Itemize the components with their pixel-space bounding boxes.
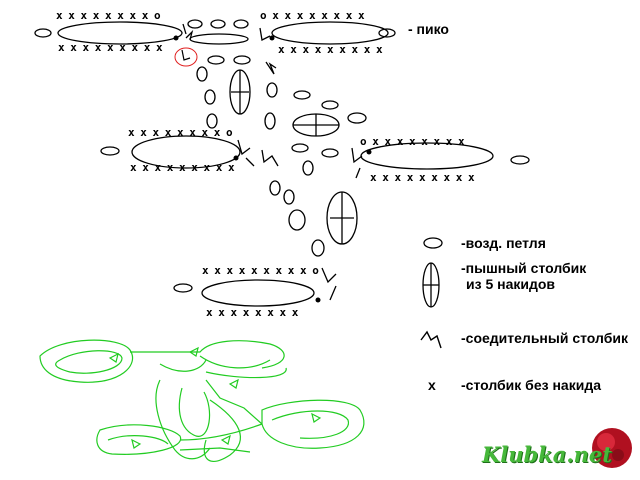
stitch-row: x x x x x x x x x o xyxy=(202,264,319,277)
chain-loop xyxy=(207,55,225,65)
petal-top-left xyxy=(57,21,183,45)
chain-loop xyxy=(293,90,311,100)
chain-loop xyxy=(302,160,314,176)
chain-loop xyxy=(311,239,325,257)
stitch-row: o x x x x x x x x xyxy=(360,135,465,148)
chain-loop xyxy=(264,112,276,130)
legend-chain-loop: -возд. петля xyxy=(461,235,546,251)
stitch-row: x x x x x x x x xyxy=(206,306,298,319)
green-path-sketch xyxy=(39,339,365,462)
chain-loop xyxy=(34,28,52,38)
legend-slip-stitch: -соедительный столбик xyxy=(461,330,628,346)
slip-stitch xyxy=(259,27,271,41)
legend-single-crochet: -столбик без накида xyxy=(461,377,601,393)
stitch-row: x x x x x x x x x xyxy=(58,41,163,54)
petal-top-right xyxy=(271,21,389,45)
chain-loop xyxy=(321,100,339,110)
puff-stitch-icon xyxy=(422,262,440,308)
legend-puff-stitch: -пышный столбик xyxy=(461,260,587,276)
chain-loop xyxy=(347,112,367,124)
stitch-row: o x x x x x x x x xyxy=(260,9,365,22)
chain-loop xyxy=(321,148,339,158)
watermark: Klubka.net xyxy=(482,442,612,467)
yarn-ball-icon xyxy=(592,428,632,468)
chain-loop xyxy=(269,180,281,196)
chain-loop xyxy=(266,82,278,98)
slip-stitch xyxy=(351,147,363,179)
stitch-row: x x x x x x x x o xyxy=(128,126,233,139)
chain-loop xyxy=(233,55,251,65)
chain-loop xyxy=(288,209,306,231)
slip-stitch xyxy=(237,139,255,167)
single-crochet-icon: x xyxy=(428,377,436,393)
chain-loop xyxy=(196,66,208,82)
chain-loop xyxy=(204,89,216,105)
chain-loop xyxy=(510,155,530,165)
slip-stitch xyxy=(265,61,277,75)
stitch-row: x x x x x x x x x xyxy=(370,171,475,184)
chain-loop xyxy=(187,19,203,29)
chain-loop xyxy=(378,28,396,38)
chain-loop xyxy=(173,283,193,293)
stitch-row: x x x x x x x x o xyxy=(56,9,161,22)
slip-stitch xyxy=(182,23,194,41)
chain-loop xyxy=(100,146,120,156)
chain-loop xyxy=(291,143,309,153)
chain-loop xyxy=(233,19,249,29)
picot-marker xyxy=(174,47,198,67)
chain-loop xyxy=(283,189,295,205)
slip-stitch-icon xyxy=(420,330,442,349)
chain-loop xyxy=(189,33,249,45)
chain-loop xyxy=(206,113,218,129)
legend-puff-stitch-note: из 5 накидов xyxy=(466,276,556,292)
chain-loop-icon xyxy=(423,237,443,249)
petal-bottom xyxy=(201,279,315,307)
petal-mid-left xyxy=(131,135,241,169)
slip-stitch xyxy=(261,149,279,167)
stitch-row: x x x x x x x x x xyxy=(278,43,383,56)
stitch-row: x x x x x x x x x xyxy=(130,161,235,174)
legend-picot: - пико xyxy=(408,21,449,37)
slip-stitch xyxy=(321,267,337,301)
chain-loop xyxy=(210,19,226,29)
